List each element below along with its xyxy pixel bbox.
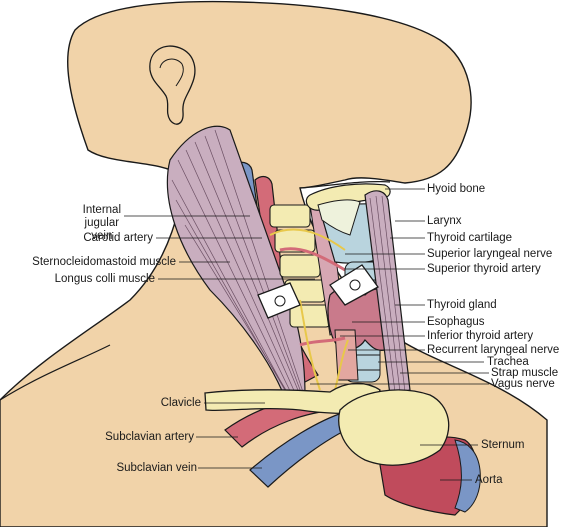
strap-muscle-fibers	[369, 195, 406, 393]
vagus-nerve-shape	[299, 299, 321, 391]
label-superior-thyroid-artery: Superior thyroid artery	[427, 263, 541, 275]
jaw-line	[299, 181, 391, 189]
shoulder-line	[0, 344, 111, 401]
aorta-vein-overlay	[454, 439, 481, 513]
larynx-shape	[317, 199, 361, 236]
label-recurrent-laryngeal-nerve: Recurrent laryngeal nerve	[427, 344, 560, 356]
label-thyroid-cartilage: Thyroid cartilage	[427, 232, 513, 244]
strap-muscle-shape	[364, 190, 411, 396]
superior-laryngeal-nerve-shape	[269, 228, 346, 251]
label-esophagus: Esophagus	[427, 316, 485, 328]
label-sternocleidomastoid-muscle: Sternocleidomastoid muscle	[32, 256, 176, 268]
label-internal-jugular-vein: Internal jugular vein	[82, 204, 121, 242]
ear-inner	[159, 58, 184, 87]
label-larynx: Larynx	[427, 215, 462, 227]
label-clavicle: Clavicle	[160, 397, 201, 409]
leader-lines	[124, 188, 489, 481]
label-thyroid-gland: Thyroid gland	[427, 299, 497, 311]
label-inferior-thyroid-artery: Inferior thyroid artery	[427, 330, 534, 342]
label-sternum: Sternum	[481, 439, 525, 451]
label-aorta: Aorta	[475, 474, 503, 486]
label-trachea: Trachea	[487, 356, 529, 368]
label-longus-colli-muscle: Longus colli muscle	[54, 273, 155, 285]
inferior-thyroid-artery-shape	[299, 336, 346, 347]
label-vagus-nerve: Vagus nerve	[491, 378, 555, 390]
label-subclavian-vein: Subclavian vein	[116, 462, 197, 474]
label-carotid-artery: Carotid artery	[83, 232, 153, 244]
sternum-shape	[338, 389, 450, 466]
label-strap-muscle: Strap muscle	[491, 367, 559, 379]
label-superior-laryngeal-nerve: Superior laryngeal nerve	[427, 248, 553, 260]
recurrent-laryngeal-nerve-shape	[334, 339, 349, 391]
label-subclavian-artery: Subclavian artery	[105, 431, 194, 443]
superior-thyroid-artery-shape	[279, 247, 346, 272]
label-hyoid-bone: Hyoid bone	[427, 183, 486, 195]
